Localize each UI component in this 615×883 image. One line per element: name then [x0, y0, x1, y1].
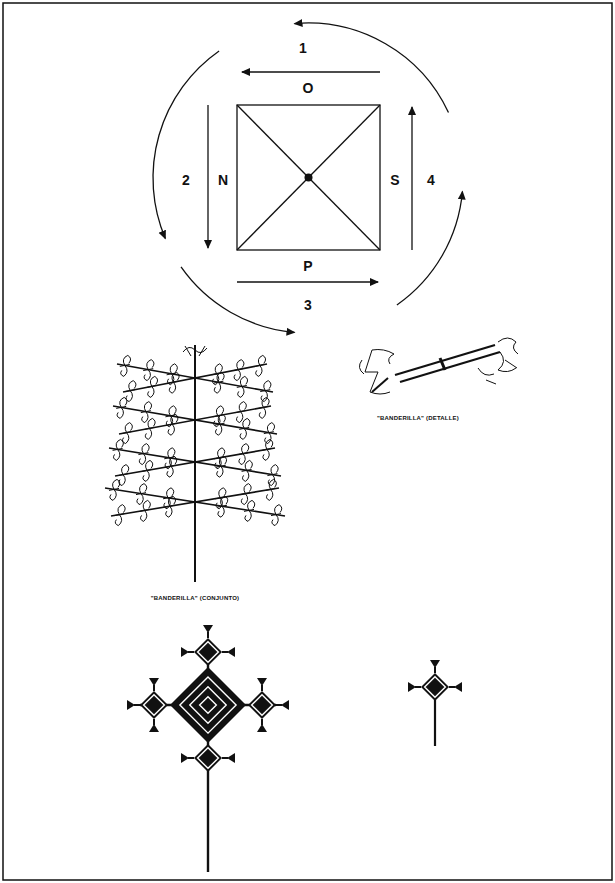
direction-letter: S: [390, 173, 399, 187]
paper-strip: [255, 355, 266, 376]
paper-strip: [165, 496, 176, 517]
cross-bar: [117, 364, 273, 392]
paper-strip: [216, 456, 227, 477]
paper-strip: [217, 496, 228, 517]
paper-strip: [113, 439, 124, 460]
paper-strip: [116, 397, 127, 418]
paper-strip: [213, 406, 224, 427]
tassel: [281, 700, 289, 710]
circular-arrows: [153, 23, 462, 332]
tassel: [127, 700, 135, 710]
woven-diamond: [140, 691, 168, 719]
pole: [194, 345, 196, 582]
paper-strip: [240, 484, 251, 505]
arc-arrow: [397, 192, 463, 305]
cross-bar: [111, 488, 279, 516]
tassel: [257, 724, 267, 732]
woven-diamond: [194, 638, 222, 666]
cross-bar: [113, 406, 277, 434]
diamond-ring: [180, 677, 236, 733]
arc-arrow: [153, 51, 219, 239]
tassel: [227, 753, 235, 763]
pole: [434, 700, 436, 746]
tassel: [149, 678, 159, 686]
banderilla-detail: [359, 338, 518, 394]
woven-diamond: [194, 744, 222, 772]
frame: [3, 3, 612, 880]
woven-diamond: [170, 667, 246, 743]
paper-strip: [166, 456, 177, 477]
paper-strip: [215, 414, 226, 435]
diamond-ring: [198, 748, 219, 769]
paper-strip: [140, 500, 151, 521]
diamond-ring: [190, 687, 226, 723]
tassel: [257, 678, 267, 686]
ojo-de-dios: [127, 625, 462, 872]
direction-letter: N: [218, 173, 228, 187]
tassel: [181, 647, 189, 657]
paper-strip: [168, 372, 179, 393]
arc-arrow: [294, 23, 448, 112]
paper-strip: [258, 397, 269, 418]
cross-bar: [123, 364, 267, 392]
top-ornament: [183, 346, 207, 356]
paper-strip: [122, 423, 133, 444]
tassel: [149, 724, 159, 732]
cross-bar: [109, 448, 281, 476]
square-plan: [237, 105, 380, 250]
tassel: [203, 625, 213, 633]
diamond-ring: [252, 695, 273, 716]
paper-strip: [213, 372, 224, 393]
direction-letter: 4: [427, 173, 435, 187]
arc-arrow: [181, 267, 294, 333]
direction-letter: 3: [304, 298, 312, 312]
cross-bar: [115, 448, 275, 476]
diamond-ring: [198, 642, 219, 663]
cross-bar: [105, 488, 285, 516]
banderilla-assembly: [105, 345, 285, 582]
diamond-ring: [425, 677, 446, 698]
figure-caption: "BANDERILLA" (DETALLE): [377, 415, 459, 421]
direction-arrows: [208, 72, 412, 282]
paper-strip: [114, 505, 125, 526]
paper-strip: [120, 355, 131, 376]
tassel: [181, 753, 189, 763]
direction-letter: P: [303, 259, 312, 273]
tassel: [430, 660, 440, 668]
paper-strip: [142, 460, 153, 481]
tassel: [454, 682, 462, 692]
paper-strip: [167, 414, 178, 435]
paper-strip: [125, 381, 136, 402]
paper-strip: [266, 479, 277, 500]
paper-strip: [264, 423, 275, 444]
tassel: [408, 682, 416, 692]
paper-strip: [214, 448, 225, 469]
paper-strip: [271, 505, 282, 526]
paper-strip: [212, 364, 223, 385]
cross-bar: [119, 406, 271, 434]
diamond-ring: [200, 697, 217, 714]
paper-strip: [147, 376, 158, 397]
direction-letter: O: [303, 81, 314, 95]
paper-strip: [260, 381, 271, 402]
paper-strip: [262, 439, 273, 460]
woven-diamond: [248, 691, 276, 719]
diamond-ring: [144, 695, 165, 716]
paper-strip: [238, 444, 249, 465]
center-dot: [305, 174, 313, 182]
paper-strip: [109, 479, 120, 500]
tassel: [227, 647, 235, 657]
paper-strip: [236, 402, 247, 423]
paper-strip: [233, 360, 244, 381]
direction-letter: 2: [182, 173, 190, 187]
figure-caption: "BANDERILLA" (CONJUNTO): [151, 595, 240, 601]
woven-diamond: [421, 673, 449, 701]
paper-strip: [215, 488, 226, 509]
paper-strip: [144, 418, 155, 439]
direction-letter: 1: [299, 41, 307, 55]
